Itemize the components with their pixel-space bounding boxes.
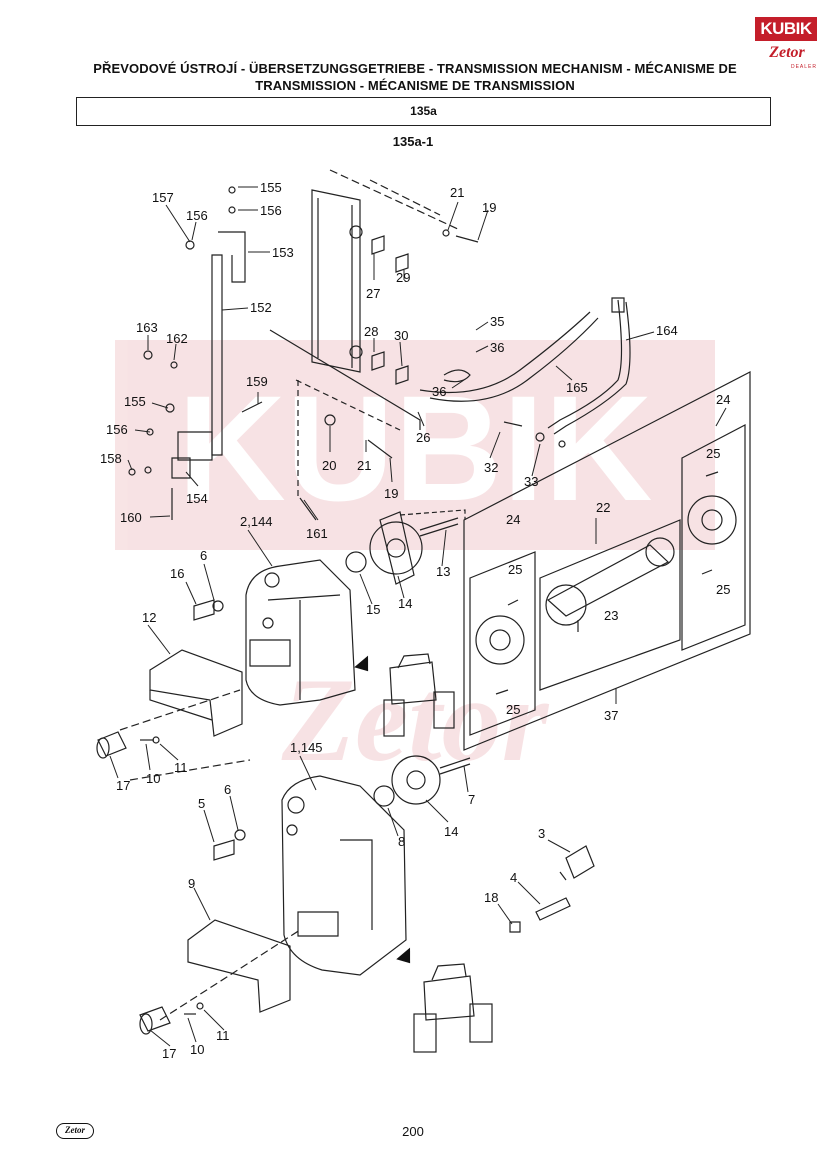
page-title: PŘEVODOVÉ ÚSTROJÍ - ÜBERSETZUNGSGETRIEBE…	[60, 60, 770, 94]
part-label: 10	[146, 771, 160, 786]
view-arrows	[354, 655, 411, 964]
part-label: 19	[482, 200, 496, 215]
part-label: 6	[200, 548, 207, 563]
part-label: 8	[398, 834, 405, 849]
part-label: 155	[124, 394, 146, 409]
part-label: 153	[272, 245, 294, 260]
part-label: 156	[186, 208, 208, 223]
logo-zetor: Zetor	[769, 44, 805, 61]
part-label: 12	[142, 610, 156, 625]
part-label: 30	[394, 328, 408, 343]
part-label: 1,145	[290, 740, 323, 755]
part-label: 19	[384, 486, 398, 501]
title-line-2: TRANSMISSION - MÉCANISME DE TRANSMISSION	[255, 78, 575, 93]
section-code: 135a	[410, 104, 437, 118]
part-label: 26	[416, 430, 430, 445]
title-line-1: PŘEVODOVÉ ÚSTROJÍ - ÜBERSETZUNGSGETRIEBE…	[93, 61, 737, 76]
part-label: 21	[450, 185, 464, 200]
part-label: 7	[468, 792, 475, 807]
part-label: 11	[216, 1028, 230, 1043]
footer-zetor-logo: Zetor	[56, 1123, 94, 1139]
part-label: 160	[120, 510, 142, 525]
part-label: 29	[396, 270, 410, 285]
part-label: 10	[190, 1042, 204, 1057]
section-code-box: 135a	[76, 97, 771, 126]
part-label: 156	[106, 422, 128, 437]
exploded-parts-diagram: KUBIK Zetor	[96, 169, 751, 1061]
part-label: 16	[170, 566, 184, 581]
part-label: 162	[166, 331, 188, 346]
kubik-zetor-logo: KUBIK Zetor DEALER	[755, 14, 817, 70]
watermark: KUBIK Zetor	[115, 340, 715, 786]
tractor-icon-upper	[383, 653, 455, 737]
watermark-text: KUBIK	[178, 364, 653, 532]
watermark-zetor: Zetor	[281, 653, 550, 786]
part-label: 161	[306, 526, 328, 541]
part-label: 25	[706, 446, 720, 461]
part-label: 155	[260, 180, 282, 195]
part-label: 32	[484, 460, 498, 475]
part-label: 159	[246, 374, 268, 389]
part-label: 25	[716, 582, 730, 597]
part-label: 25	[506, 702, 520, 717]
part-label: 33	[524, 474, 538, 489]
part-label: 14	[444, 824, 458, 839]
part-label: 14	[398, 596, 412, 611]
part-label: 24	[716, 392, 730, 407]
part-label: 36	[490, 340, 504, 355]
part-label: 5	[198, 796, 205, 811]
leader-lines	[109, 186, 727, 1047]
part-label: 154	[186, 491, 208, 506]
part-label: 28	[364, 324, 378, 339]
logo-dealer: DEALER	[790, 64, 817, 70]
part-label: 15	[366, 602, 380, 617]
part-label: 25	[508, 562, 522, 577]
part-label: 18	[484, 890, 498, 905]
part-label: 6	[224, 782, 231, 797]
drawing-lines	[96, 169, 751, 1053]
figure-code: 135a-1	[392, 134, 434, 149]
part-label: 165	[566, 380, 588, 395]
part-label: 35	[490, 314, 504, 329]
part-label: 36	[432, 384, 446, 399]
part-label: 27	[366, 286, 380, 301]
part-label: 158	[100, 451, 122, 466]
part-label: 4	[510, 870, 517, 885]
part-label: 164	[656, 323, 678, 338]
part-label: 13	[436, 564, 450, 579]
part-label: 2,144	[240, 514, 273, 529]
part-label: 3	[538, 826, 545, 841]
part-label: 156	[260, 203, 282, 218]
part-label: 22	[596, 500, 610, 515]
part-label: 37	[604, 708, 618, 723]
part-label: 17	[162, 1046, 176, 1061]
part-label: 17	[116, 778, 130, 793]
part-label: 23	[604, 608, 618, 623]
part-label: 11	[174, 760, 188, 775]
part-label: 157	[152, 190, 174, 205]
part-label: 152	[250, 300, 272, 315]
tractor-icon-lower	[413, 963, 493, 1053]
logo-kubik: KUBIK	[755, 17, 817, 41]
part-label: 9	[188, 876, 195, 891]
part-label: 24	[506, 512, 520, 527]
part-label: 163	[136, 320, 158, 335]
part-labels: 155 156 157 156 153 152 163 162 159 155 …	[100, 180, 730, 1061]
part-label: 20	[322, 458, 336, 473]
part-label: 21	[357, 458, 371, 473]
page-number: 200	[402, 1124, 424, 1139]
